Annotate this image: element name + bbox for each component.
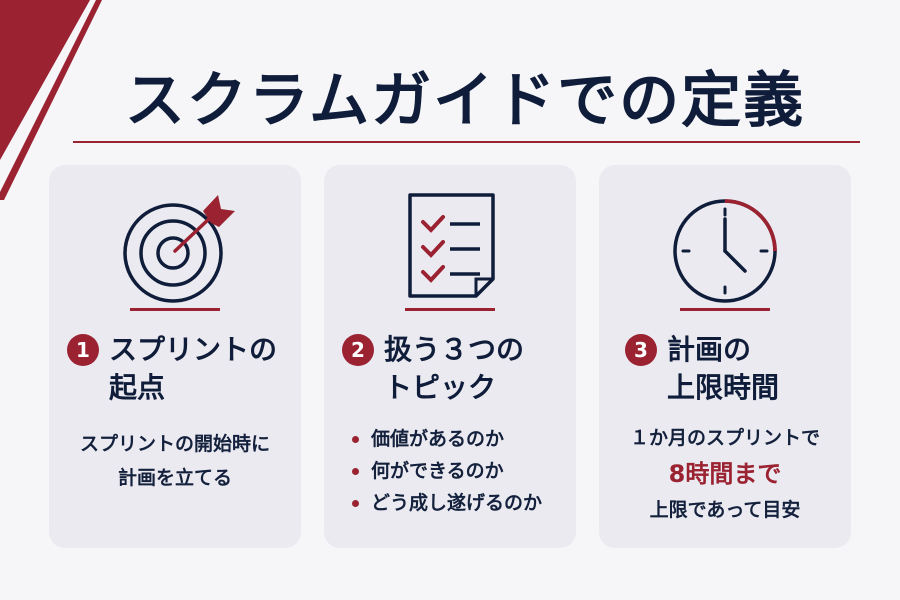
body-line: １か月のスプリントで (629, 427, 820, 449)
highlight-text: 8時間まで (668, 460, 782, 488)
heading-line: 計画の (667, 333, 752, 366)
card-sprint-start: 1 スプリントの 起点 スプリントの開始時に 計画を立てる (49, 165, 301, 548)
number-badge: 3 (625, 334, 657, 366)
heading-line: トピック (384, 371, 497, 404)
bullet-icon (352, 467, 359, 475)
body-line: 計画を立てる (117, 467, 232, 489)
card-body: １か月のスプリントで 8時間まで 上限であって目安 (599, 421, 851, 527)
number-badge: 2 (342, 334, 374, 366)
heading-line: 上限時間 (667, 371, 780, 404)
card-heading: 1 スプリントの 起点 (67, 331, 291, 407)
icon-underline (405, 308, 495, 311)
checklist-document-icon (324, 187, 576, 307)
card-time-limit: 3 計画の 上限時間 １か月のスプリントで 8時間まで 上限であって目安 (599, 165, 851, 548)
body-line: 上限であって目安 (649, 499, 801, 521)
card-heading: 3 計画の 上限時間 (625, 331, 841, 407)
list-item: どう成し遂げるのか (352, 487, 568, 519)
body-line: スプリントの開始時に (79, 433, 270, 455)
corner-decoration (0, 0, 102, 200)
heading-line: 扱う３つの (384, 333, 525, 366)
card-heading: 2 扱う３つの トピック (342, 331, 566, 407)
list-item: 価値があるのか (352, 423, 568, 455)
target-arrow-icon (49, 187, 301, 307)
page-title: スクラムガイドでの定義 (124, 66, 806, 136)
bullet-icon (352, 499, 359, 507)
icon-underline (130, 308, 220, 311)
bullet-icon (352, 435, 359, 443)
heading-line: 起点 (109, 371, 166, 404)
topic-list: 価値があるのか 何ができるのか どう成し遂げるのか (352, 423, 568, 519)
list-item: 何ができるのか (352, 455, 568, 487)
clock-icon (599, 187, 851, 307)
heading-line: スプリントの (109, 333, 278, 366)
title-divider (73, 141, 860, 143)
card-three-topics: 2 扱う３つの トピック 価値があるのか 何ができるのか どう成し遂げるのか (324, 165, 576, 548)
icon-underline (680, 308, 770, 311)
number-badge: 1 (67, 334, 99, 366)
card-body: スプリントの開始時に 計画を立てる (49, 427, 301, 495)
